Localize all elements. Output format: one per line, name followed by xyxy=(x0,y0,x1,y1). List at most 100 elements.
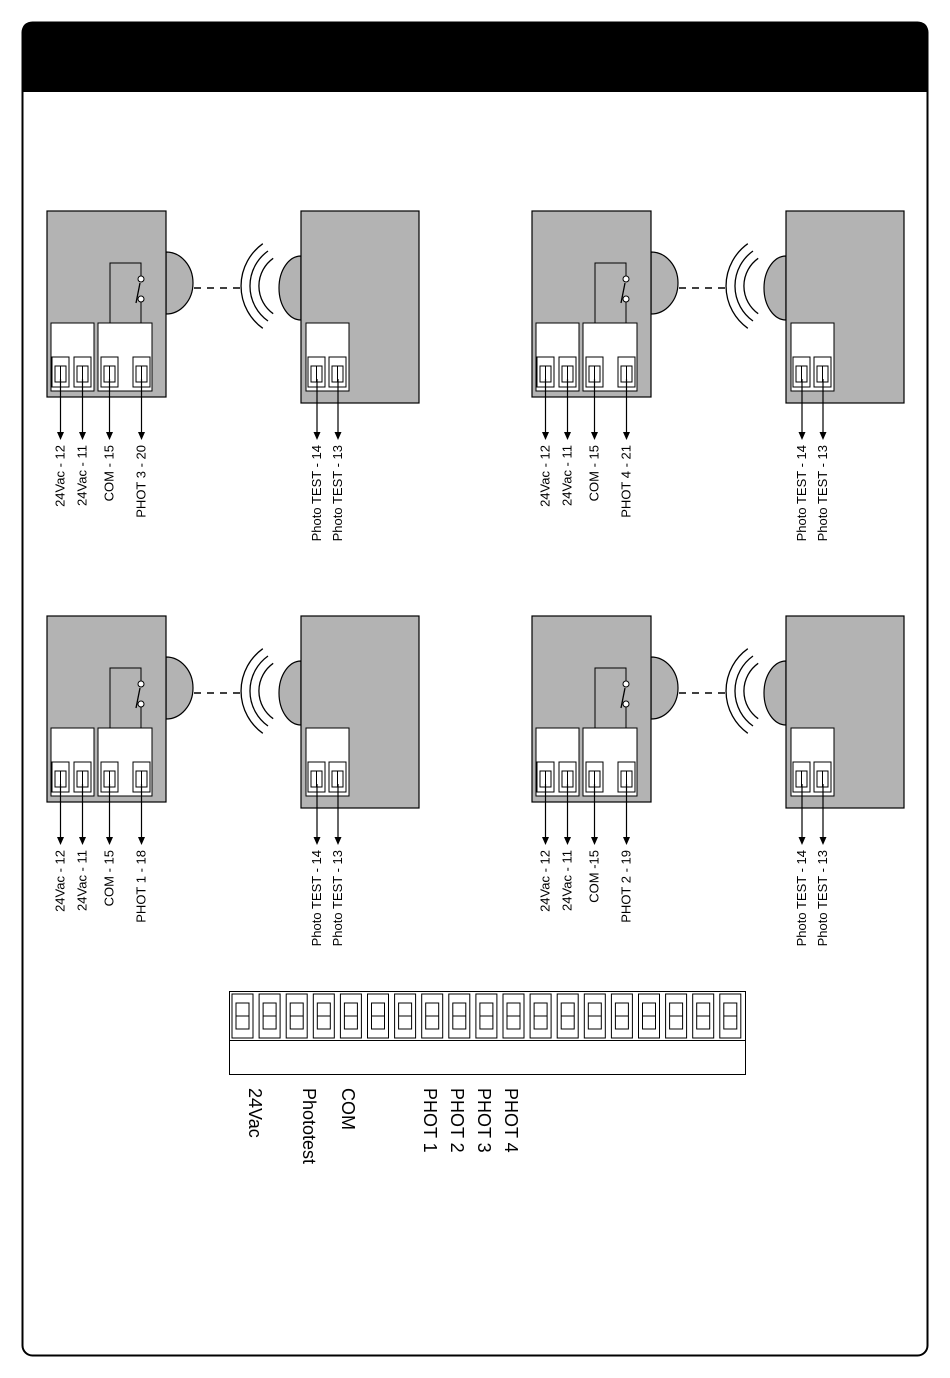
transmitter-terminal-label: Photo TEST - 14 xyxy=(794,445,809,541)
receiver-terminal-label: 24Vac - 11 xyxy=(560,445,575,506)
control-screw-terminal xyxy=(258,993,281,1039)
transmitter-terminal-label: Photo TEST - 13 xyxy=(330,445,345,541)
signal-wave xyxy=(258,257,274,315)
transmitter-lens xyxy=(763,255,787,321)
signal-wave xyxy=(240,243,264,329)
signal-wave xyxy=(240,648,264,734)
control-terminal-block xyxy=(229,991,746,1075)
label-phot4: PHOT 4 xyxy=(501,1088,521,1153)
receiver-wire-arrow xyxy=(138,784,145,845)
transmitter-wire-arrow xyxy=(334,784,342,845)
receiver-terminal-label: 24Vac - 12 xyxy=(538,445,553,507)
control-screw-terminal xyxy=(285,993,308,1039)
transmitter-wire-arrow xyxy=(798,784,806,845)
transmitter-screw-terminal xyxy=(307,761,326,793)
signal-wave xyxy=(249,655,269,727)
label-phot3: PHOT 3 xyxy=(474,1088,494,1153)
control-screw-terminal xyxy=(475,993,498,1039)
receiver-wire-arrow xyxy=(623,379,630,440)
receiver-wire-arrow xyxy=(57,379,64,440)
control-screw-terminal xyxy=(448,993,471,1039)
control-screw-terminal xyxy=(339,993,362,1039)
relay-contact-bottom xyxy=(137,295,145,303)
transmitter-wire-arrow xyxy=(313,784,321,845)
receiver-terminal-label: 24Vac - 12 xyxy=(53,445,68,507)
relay-contact-bottom xyxy=(137,700,145,708)
receiver-terminal-label: 24Vac - 12 xyxy=(538,850,553,912)
control-screw-terminal xyxy=(556,993,579,1039)
receiver-terminal-label: COM -15 xyxy=(587,850,602,903)
terminal-labels: 24Vac Phototest COM PHOT 1 PHOT 2 PHOT 3… xyxy=(245,1088,521,1164)
label-phot2: PHOT 2 xyxy=(447,1088,467,1153)
receiver-terminal-label: COM - 15 xyxy=(102,850,117,906)
receiver-wire-arrow xyxy=(623,784,630,845)
control-screw-terminal xyxy=(719,993,742,1039)
control-screw-terminal xyxy=(610,993,633,1039)
signal-wave xyxy=(734,655,754,727)
signal-wave xyxy=(258,662,274,720)
transmitter-wire-arrow xyxy=(334,379,342,440)
transmitter-terminal-label: Photo TEST - 14 xyxy=(309,850,324,946)
signal-wave xyxy=(249,250,269,322)
panel-phot3: 24Vac - 12 24Vac - 11 COM - 15 PHOT 3 - 20 P… xyxy=(46,210,420,541)
signal-wave xyxy=(743,662,759,720)
control-screw-terminal xyxy=(231,993,254,1039)
transmitter-terminal-label: Photo TEST - 13 xyxy=(330,850,345,946)
receiver-wire-arrow xyxy=(57,784,64,845)
receiver-wire-arrow xyxy=(591,784,598,845)
receiver-wire-arrow xyxy=(542,784,549,845)
control-screw-terminal xyxy=(421,993,444,1039)
transmitter-screw-terminal xyxy=(813,356,832,388)
receiver-terminal-label: 24Vac - 12 xyxy=(53,850,68,912)
relay-blade xyxy=(620,282,626,304)
label-phot1: PHOT 1 xyxy=(420,1088,440,1153)
receiver-wire-arrow xyxy=(138,379,145,440)
transmitter-terminal-label: Photo TEST - 13 xyxy=(815,850,830,946)
transmitter-lens xyxy=(278,255,302,321)
transmitter-wire-arrow xyxy=(819,379,827,440)
label-com: COM xyxy=(338,1088,358,1130)
receiver-wire-arrow xyxy=(564,784,571,845)
signal-wave xyxy=(734,250,754,322)
receiver-lens xyxy=(165,656,194,720)
relay-contact-bottom xyxy=(622,700,630,708)
control-screw-terminal xyxy=(502,993,525,1039)
receiver-terminal-label: 24Vac - 11 xyxy=(75,850,90,911)
receiver-terminal-label: PHOT 3 - 20 xyxy=(134,445,149,518)
relay-contact-top xyxy=(137,680,145,688)
receiver-wire-arrow xyxy=(79,379,86,440)
control-screw-terminal xyxy=(583,993,606,1039)
control-screw-terminal xyxy=(665,993,688,1039)
receiver-terminal-label: 24Vac - 11 xyxy=(75,445,90,506)
receiver-wire-arrow xyxy=(564,379,571,440)
control-screw-terminal xyxy=(394,993,417,1039)
signal-wave xyxy=(725,648,749,734)
receiver-terminal-label: COM - 15 xyxy=(102,445,117,501)
relay-blade xyxy=(135,687,141,709)
relay-wire xyxy=(594,667,627,728)
signal-wave xyxy=(743,257,759,315)
control-screw-terminal xyxy=(529,993,552,1039)
relay-wire xyxy=(109,262,142,323)
label-phototest: Phototest xyxy=(299,1088,319,1164)
transmitter-terminal-label: Photo TEST - 14 xyxy=(309,445,324,541)
receiver-lens xyxy=(165,251,194,315)
transmitter-lens xyxy=(763,660,787,726)
transmitter-terminal-label: Photo TEST - 13 xyxy=(815,445,830,541)
relay-contact-bottom xyxy=(622,295,630,303)
control-screw-terminal xyxy=(638,993,660,1039)
transmitter-terminal-label: Photo TEST - 14 xyxy=(794,850,809,946)
receiver-wire-arrow xyxy=(591,379,598,440)
receiver-screw-terminal xyxy=(51,761,70,793)
receiver-terminal-label: COM - 15 xyxy=(587,445,602,501)
receiver-terminal-label: PHOT 4 - 21 xyxy=(619,445,634,518)
relay-wire xyxy=(109,667,142,728)
relay-contact-top xyxy=(137,275,145,283)
relay-blade xyxy=(135,282,141,304)
receiver-wire-arrow xyxy=(106,784,113,845)
receiver-screw-terminal xyxy=(617,356,636,388)
transmitter-lens xyxy=(278,660,302,726)
label-24vac: 24Vac xyxy=(245,1088,265,1138)
